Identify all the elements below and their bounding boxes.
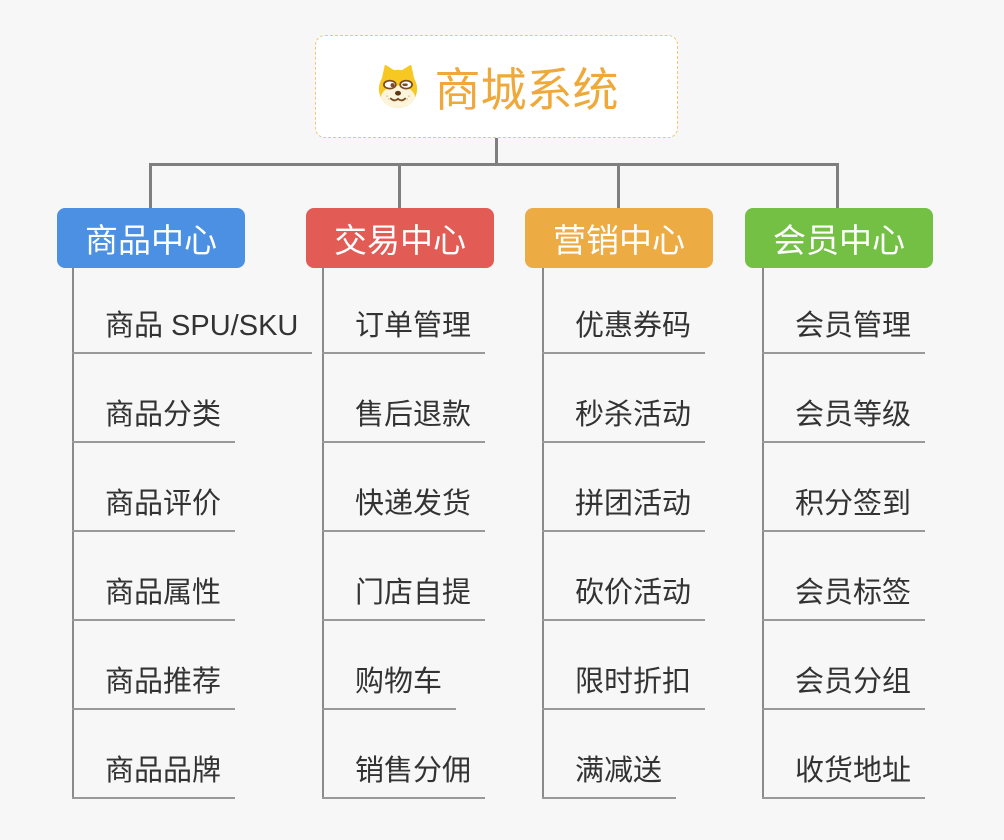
mindmap-item[interactable]: 门店自提 — [322, 571, 486, 621]
branch-items-product-center: 商品 SPU/SKU 商品分类 商品评价 商品属性 商品推荐 商品品牌 — [72, 268, 313, 801]
mindmap-item[interactable]: 拼团活动 — [542, 482, 706, 532]
branch-product-center[interactable]: 商品中心 — [57, 208, 245, 268]
mindmap-item[interactable]: 订单管理 — [322, 304, 486, 354]
branch-column-line — [72, 268, 74, 799]
branch-column-line — [322, 268, 324, 799]
mindmap-item[interactable]: 商品属性 — [72, 571, 236, 621]
connector-branch-drop-4 — [836, 163, 839, 208]
branch-items-member-center: 会员管理 会员等级 积分签到 会员标签 会员分组 收货地址 — [762, 268, 1002, 801]
connector-branch-drop-2 — [398, 163, 401, 208]
mindmap-item[interactable]: 秒杀活动 — [542, 393, 706, 443]
connector-branch-drop-3 — [617, 163, 620, 208]
branch-items-trade-center: 订单管理 售后退款 快递发货 门店自提 购物车 销售分佣 — [322, 268, 562, 801]
mindmap-item[interactable]: 会员等级 — [762, 393, 926, 443]
mindmap-item[interactable]: 砍价活动 — [542, 571, 706, 621]
root-title: 商城系统 — [434, 63, 619, 116]
mindmap-item[interactable]: 优惠券码 — [542, 304, 706, 354]
mindmap-item[interactable]: 商品分类 — [72, 393, 236, 443]
mindmap-item[interactable]: 限时折扣 — [542, 660, 706, 710]
mindmap-item[interactable]: 积分签到 — [762, 482, 926, 532]
mindmap-item[interactable]: 收货地址 — [762, 749, 926, 799]
branch-column-line — [542, 268, 544, 799]
connector-horizontal — [149, 163, 839, 166]
branch-trade-center[interactable]: 交易中心 — [306, 208, 494, 268]
mindmap-item[interactable]: 售后退款 — [322, 393, 486, 443]
mindmap-item[interactable]: 商品评价 — [72, 482, 236, 532]
mindmap-item[interactable]: 购物车 — [322, 660, 457, 710]
connector-root-drop — [495, 137, 498, 166]
mindmap-item[interactable]: 会员管理 — [762, 304, 926, 354]
connector-branch-drop-1 — [149, 163, 152, 208]
root-node[interactable]: 商城系统 — [315, 35, 678, 138]
branch-marketing-center[interactable]: 营销中心 — [525, 208, 713, 268]
mindmap-item[interactable]: 快递发货 — [322, 482, 486, 532]
mindmap-item[interactable]: 会员分组 — [762, 660, 926, 710]
branch-items-marketing-center: 优惠券码 秒杀活动 拼团活动 砍价活动 限时折扣 满减送 — [542, 268, 782, 801]
mindmap-item[interactable]: 商品推荐 — [72, 660, 236, 710]
mindmap-item[interactable]: 满减送 — [542, 749, 677, 799]
mindmap-item[interactable]: 商品品牌 — [72, 749, 236, 799]
branch-member-center[interactable]: 会员中心 — [745, 208, 933, 268]
branch-column-line — [762, 268, 764, 799]
mindmap-item[interactable]: 会员标签 — [762, 571, 926, 621]
mindmap-item[interactable]: 商品 SPU/SKU — [72, 304, 313, 354]
doge-icon — [378, 64, 417, 108]
mindmap-item[interactable]: 销售分佣 — [322, 749, 486, 799]
